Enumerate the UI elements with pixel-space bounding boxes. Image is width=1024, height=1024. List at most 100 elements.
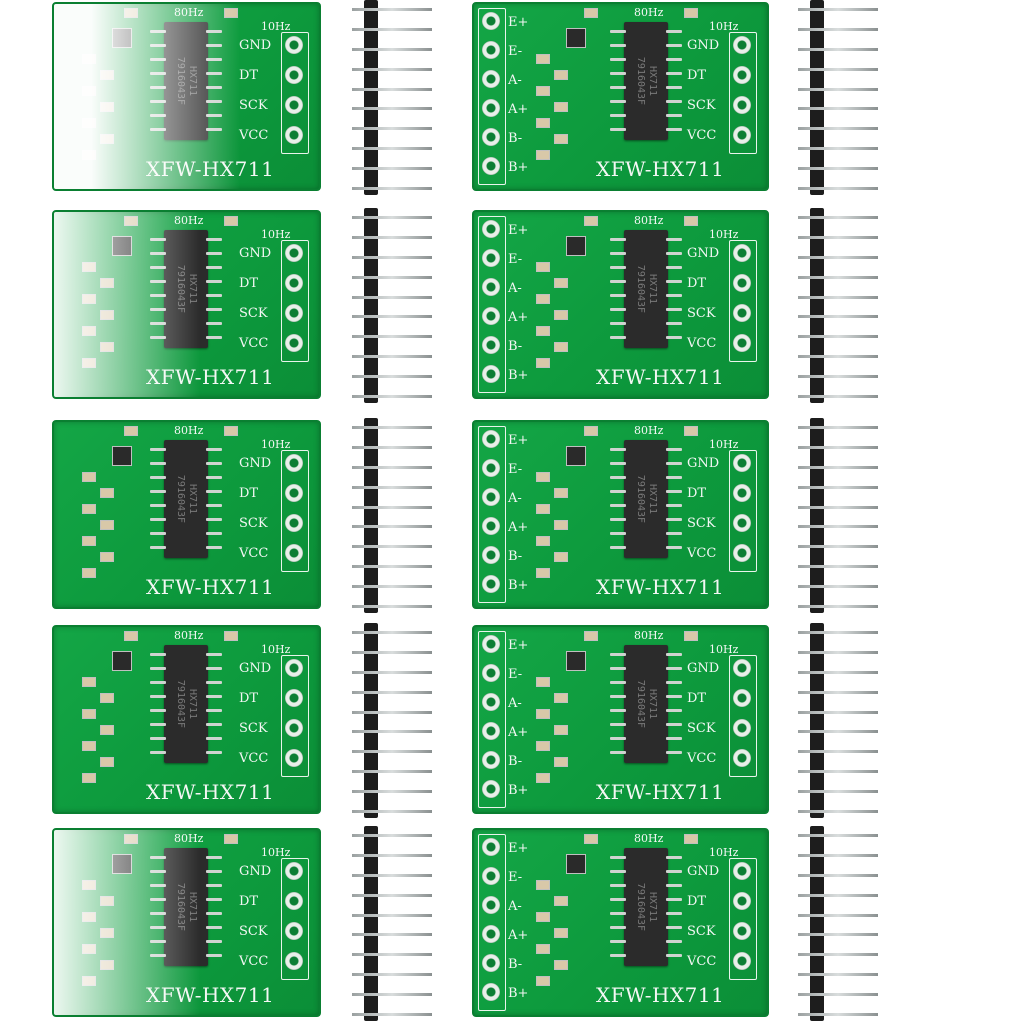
transistor: [566, 446, 586, 466]
chip-pin: [610, 490, 626, 493]
chip-pin: [666, 252, 682, 255]
header-pin: [798, 545, 878, 549]
chip-pin: [666, 737, 682, 740]
label-10hz: 10Hz: [261, 20, 291, 33]
pin-label-gnd: GND: [239, 661, 272, 676]
smd-resistor: [554, 342, 568, 352]
smd-capacitor: [684, 834, 698, 844]
chip-pin: [150, 751, 166, 754]
header-pin: [352, 127, 432, 131]
chip-pin: [610, 462, 626, 465]
smd-resistor: [536, 677, 550, 687]
solder-pad: [482, 664, 500, 682]
label-80hz: 80Hz: [174, 424, 204, 437]
transistor: [566, 854, 586, 874]
header-pin: [798, 710, 878, 714]
chip-pin: [666, 476, 682, 479]
solder-pad: [482, 128, 500, 146]
chip-pin: [150, 462, 166, 465]
chip-pin: [150, 518, 166, 521]
chip-marking-line1: HX711: [187, 273, 198, 305]
solder-pad: [733, 274, 751, 292]
header-pin: [352, 993, 432, 997]
chip-pin: [610, 308, 626, 311]
pin-label-eminus: E-: [508, 44, 523, 59]
smd-resistor: [82, 880, 96, 890]
label-80hz: 80Hz: [174, 629, 204, 642]
chip-pin: [610, 448, 626, 451]
chip-pin: [610, 737, 626, 740]
chip-pin: [150, 870, 166, 873]
smd-resistor: [82, 86, 96, 96]
chip-pin: [666, 723, 682, 726]
chip-marking-line1: HX711: [647, 483, 658, 515]
chip-pin: [150, 448, 166, 451]
label-80hz: 80Hz: [634, 6, 664, 19]
chip-pin: [150, 667, 166, 670]
header-pin: [798, 235, 878, 239]
right-pad-column: [729, 858, 757, 980]
chip-pin: [666, 128, 682, 131]
chip-pin: [206, 681, 222, 684]
pin-label-aplus: A+: [508, 102, 529, 117]
smd-resistor: [554, 278, 568, 288]
solder-pad: [482, 751, 500, 769]
smd-resistor: [100, 725, 114, 735]
header-pin: [798, 8, 878, 11]
pin-header: [798, 623, 878, 818]
solder-pad: [733, 66, 751, 84]
chip-pin: [206, 58, 222, 61]
header-pin: [798, 585, 878, 589]
pin-label-aminus: A-: [508, 281, 522, 296]
left-pad-column: [478, 8, 506, 185]
chip-pin: [206, 100, 222, 103]
pin-header: [798, 826, 878, 1021]
smd-capacitor: [584, 426, 598, 436]
pin-label-vcc: VCC: [687, 128, 717, 143]
chip-pin: [610, 238, 626, 241]
transistor: [112, 28, 132, 48]
chip-pin: [610, 723, 626, 726]
left-pad-column: [478, 216, 506, 393]
solder-pad: [733, 749, 751, 767]
solder-pad: [482, 307, 500, 325]
header-pin: [352, 67, 432, 71]
chip-pin: [666, 72, 682, 75]
pin-label-vcc: VCC: [239, 336, 269, 351]
chip-pin: [666, 546, 682, 549]
chip-pin: [150, 653, 166, 656]
pin-label-aminus: A-: [508, 899, 522, 914]
chip-pin: [206, 128, 222, 131]
header-pin: [798, 1013, 878, 1016]
chip-pin: [666, 322, 682, 325]
chip-pin: [666, 653, 682, 656]
pin-header: [352, 418, 432, 613]
chip-pin: [666, 856, 682, 859]
chip-pin: [150, 86, 166, 89]
chip-marking-line2: 7916043F: [175, 264, 186, 314]
header-pin: [352, 933, 432, 937]
header-pin: [352, 585, 432, 589]
chip-pin: [150, 954, 166, 957]
chip-pin: [666, 86, 682, 89]
pin-label-bplus: B+: [508, 783, 529, 798]
smd-resistor: [82, 118, 96, 128]
solder-pad: [733, 514, 751, 532]
pin-label-dt: DT: [239, 894, 259, 909]
chip-pin: [206, 926, 222, 929]
smd-resistor: [82, 568, 96, 578]
smd-resistor: [536, 976, 550, 986]
pin-label-aminus: A-: [508, 696, 522, 711]
chip-pin: [666, 58, 682, 61]
header-pin: [352, 545, 432, 549]
solder-pad: [482, 925, 500, 943]
chip-pin: [150, 58, 166, 61]
chip-pin: [206, 490, 222, 493]
header-pin: [798, 650, 878, 654]
header-pin: [352, 953, 432, 957]
chip-marking-line1: HX711: [647, 891, 658, 923]
